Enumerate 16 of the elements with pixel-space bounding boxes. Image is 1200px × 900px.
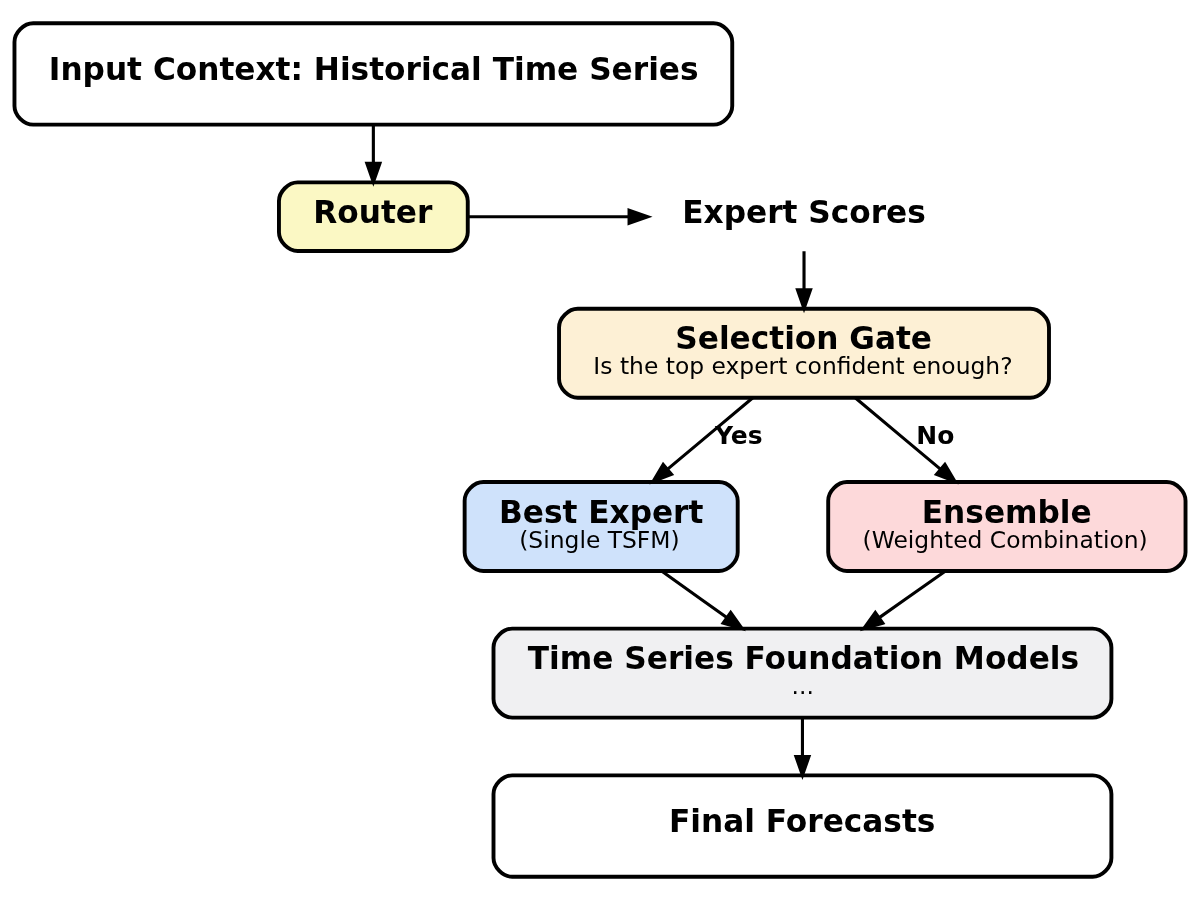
node-box: Final Forecasts: [491, 773, 1114, 879]
edge-label: No: [916, 421, 955, 451]
arrow: [854, 396, 959, 485]
arrow: [364, 124, 383, 187]
node-box: Router: [277, 180, 470, 253]
arrow: [793, 717, 812, 780]
node-box: Selection Gate Is the top expert confident enough?: [557, 306, 1051, 400]
arrow: [795, 251, 813, 314]
node-box: Time Series Foundation Models ...: [491, 626, 1114, 720]
node-box: Input Context: Historical Time Series: [12, 21, 735, 127]
node-box: Ensemble (Weighted Combination): [826, 480, 1188, 573]
arrow: [649, 396, 754, 485]
arrow: [468, 207, 653, 226]
edge-label: Yes: [715, 421, 763, 451]
node-box: Best Expert (Single TSFM): [462, 480, 740, 573]
node-text: Expert Scores: [682, 193, 926, 230]
